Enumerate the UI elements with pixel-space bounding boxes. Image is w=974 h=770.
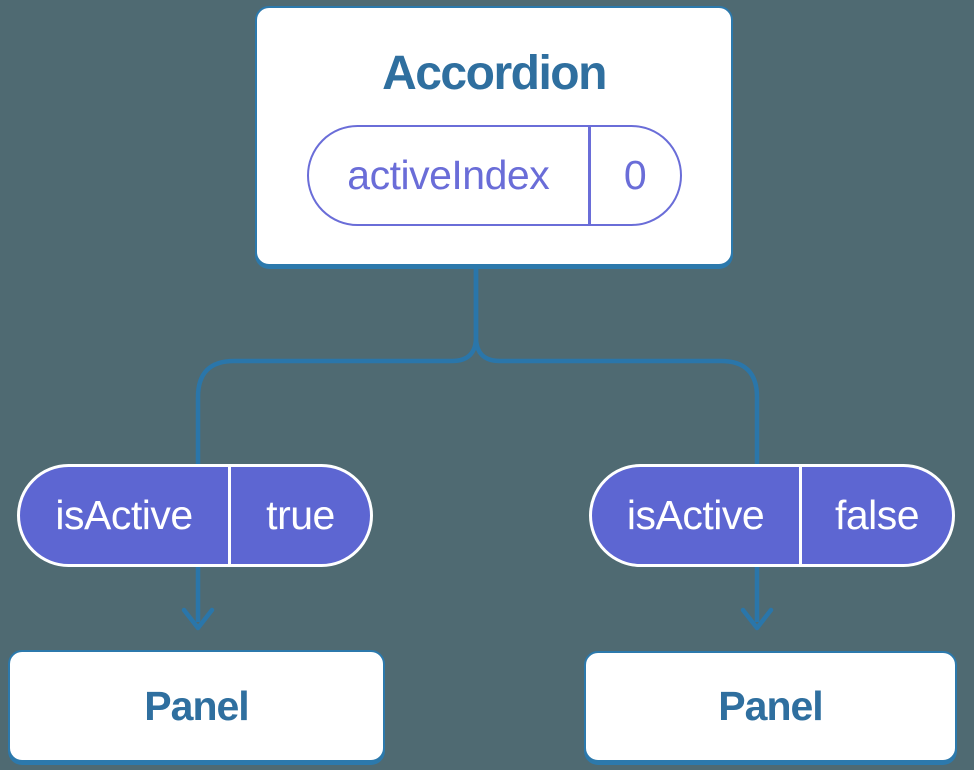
connector-branch-left xyxy=(195,262,479,622)
panel-title-left: Panel xyxy=(144,682,249,729)
state-value: 0 xyxy=(623,152,647,198)
state-pill: activeIndex 0 xyxy=(306,125,682,226)
accordion-title: Accordion xyxy=(382,47,607,100)
connector-branch-right xyxy=(473,262,760,622)
panel-card-left: Panel xyxy=(8,650,385,762)
prop-pill-left: isActive true xyxy=(17,464,373,567)
prop-name-left: isActive xyxy=(55,492,193,538)
prop-pill-right: isActive false xyxy=(589,464,955,567)
state-name: activeIndex xyxy=(347,152,550,198)
arrowhead-down-left-icon xyxy=(181,607,215,631)
accordion-card: Accordion activeIndex 0 xyxy=(255,6,733,266)
panel-title-right: Panel xyxy=(718,683,823,729)
pill-divider xyxy=(588,127,591,224)
arrowhead-down-right-icon xyxy=(740,607,774,631)
prop-name-right: isActive xyxy=(626,492,765,538)
panel-card-right: Panel xyxy=(584,651,957,762)
pill-divider xyxy=(228,467,231,564)
prop-value-left: true xyxy=(266,492,335,538)
pill-divider xyxy=(799,467,802,564)
prop-value-right: false xyxy=(834,492,920,538)
